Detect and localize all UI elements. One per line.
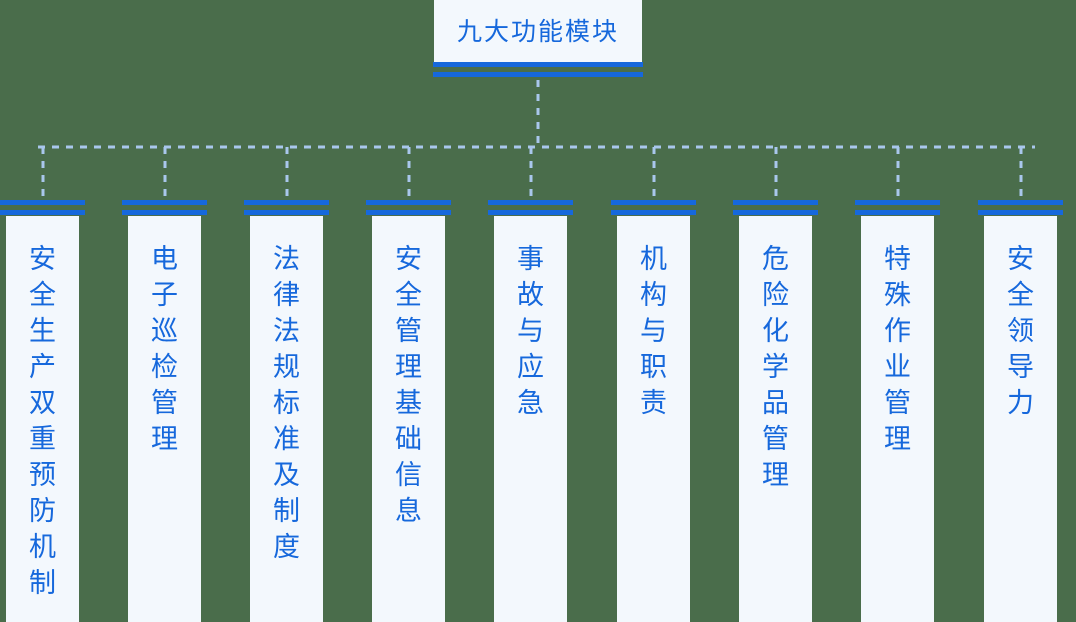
module-accent-bar-bottom	[611, 210, 696, 215]
root-accent-bar-top	[433, 62, 643, 67]
module-accent-bar-top	[366, 200, 451, 205]
module-card-label: 电子巡检管理	[151, 244, 178, 455]
module-card-accent-bars	[122, 200, 207, 215]
root-node[interactable]: 九大功能模块	[433, 0, 643, 77]
module-card-body: 安全领导力	[984, 216, 1057, 622]
module-card-body: 机构与职责	[617, 216, 690, 622]
module-card-label: 安全领导力	[1007, 244, 1034, 419]
module-card-accent-bars	[611, 200, 696, 215]
module-accent-bar-bottom	[855, 210, 940, 215]
module-accent-bar-bottom	[244, 210, 329, 215]
module-accent-bar-bottom	[366, 210, 451, 215]
module-card-accent-bars	[488, 200, 573, 215]
module-card-accent-bars	[978, 200, 1063, 215]
module-card-label: 法律法规标准及制度	[273, 244, 300, 563]
module-card-body: 事故与应急	[494, 216, 567, 622]
module-card-body: 特殊作业管理	[861, 216, 934, 622]
module-card-body: 危险化学品管理	[739, 216, 812, 622]
module-card-label: 安全生产双重预防机制	[29, 244, 56, 599]
module-accent-bar-bottom	[733, 210, 818, 215]
module-accent-bar-top	[488, 200, 573, 205]
module-card-body: 安全管理基础信息	[372, 216, 445, 622]
module-card-label: 事故与应急	[517, 244, 544, 419]
module-accent-bar-top	[611, 200, 696, 205]
module-accent-bar-bottom	[488, 210, 573, 215]
root-node-accent-bars	[433, 62, 643, 77]
module-accent-bar-top	[733, 200, 818, 205]
module-card-body: 法律法规标准及制度	[250, 216, 323, 622]
module-card-accent-bars	[244, 200, 329, 215]
module-accent-bar-top	[0, 200, 85, 205]
module-card-label: 危险化学品管理	[762, 244, 789, 491]
module-card-label: 机构与职责	[640, 244, 667, 419]
module-accent-bar-top	[122, 200, 207, 205]
module-card-accent-bars	[855, 200, 940, 215]
module-accent-bar-top	[978, 200, 1063, 205]
module-card-label: 安全管理基础信息	[395, 244, 422, 527]
root-accent-bar-bottom	[433, 72, 643, 77]
module-accent-bar-bottom	[0, 210, 85, 215]
root-node-title: 九大功能模块	[456, 16, 619, 46]
module-accent-bar-top	[855, 200, 940, 205]
module-card-body: 安全生产双重预防机制	[6, 216, 79, 622]
module-card-accent-bars	[0, 200, 85, 215]
module-accent-bar-top	[244, 200, 329, 205]
module-card-body: 电子巡检管理	[128, 216, 201, 622]
module-accent-bar-bottom	[978, 210, 1063, 215]
module-accent-bar-bottom	[122, 210, 207, 215]
root-node-body: 九大功能模块	[434, 0, 642, 62]
module-card-accent-bars	[733, 200, 818, 215]
module-card-label: 特殊作业管理	[884, 244, 911, 455]
module-card-accent-bars	[366, 200, 451, 215]
